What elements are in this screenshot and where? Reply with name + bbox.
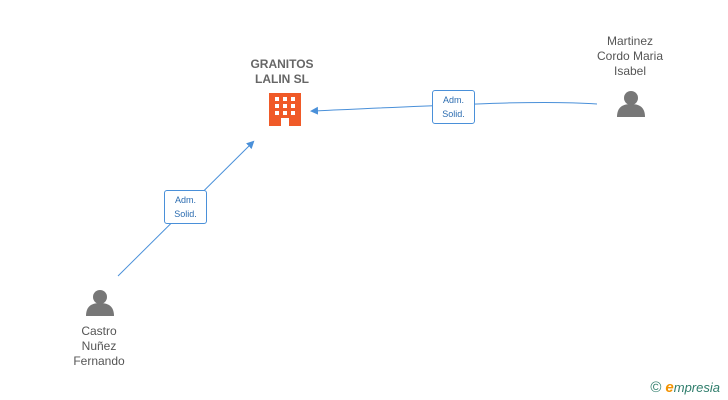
edge-label-left[interactable]: Adm. Solid.	[164, 190, 207, 224]
company-label-line1: GRANITOS	[250, 57, 314, 71]
building-icon[interactable]	[269, 93, 301, 126]
person-right-line2: Cordo Maria	[596, 49, 664, 63]
person-icon-right[interactable]	[617, 91, 645, 117]
brand-rest: mpresia	[673, 380, 720, 395]
person-right-label[interactable]: Martinez Cordo Maria Isabel	[578, 34, 682, 79]
brand-logo: empresia	[665, 379, 720, 396]
edge-label-left-line2: Solid.	[174, 209, 197, 219]
brand-first-letter: e	[665, 379, 674, 396]
person-left-line3: Fernando	[73, 354, 125, 368]
person-right-line3: Isabel	[613, 64, 647, 78]
person-right-line1: Martinez	[606, 34, 653, 48]
company-label-line2: LALIN SL	[255, 72, 309, 86]
edge-label-left-line1: Adm.	[174, 195, 196, 205]
empresia-watermark: © empresia	[650, 379, 720, 396]
edge-label-right-line2: Solid.	[442, 109, 465, 119]
edge-label-right-line1: Adm.	[442, 95, 464, 105]
company-label[interactable]: GRANITOS LALIN SL	[230, 57, 334, 87]
copyright-icon: ©	[650, 379, 662, 396]
person-left-label[interactable]: Castro Nuñez Fernando	[47, 324, 151, 369]
person-left-line2: Nuñez	[81, 339, 117, 353]
edge-label-right[interactable]: Adm. Solid.	[432, 90, 475, 124]
edge-right-to-company	[310, 101, 598, 115]
person-icon-left[interactable]	[86, 290, 114, 316]
person-left-line1: Castro	[81, 324, 117, 338]
